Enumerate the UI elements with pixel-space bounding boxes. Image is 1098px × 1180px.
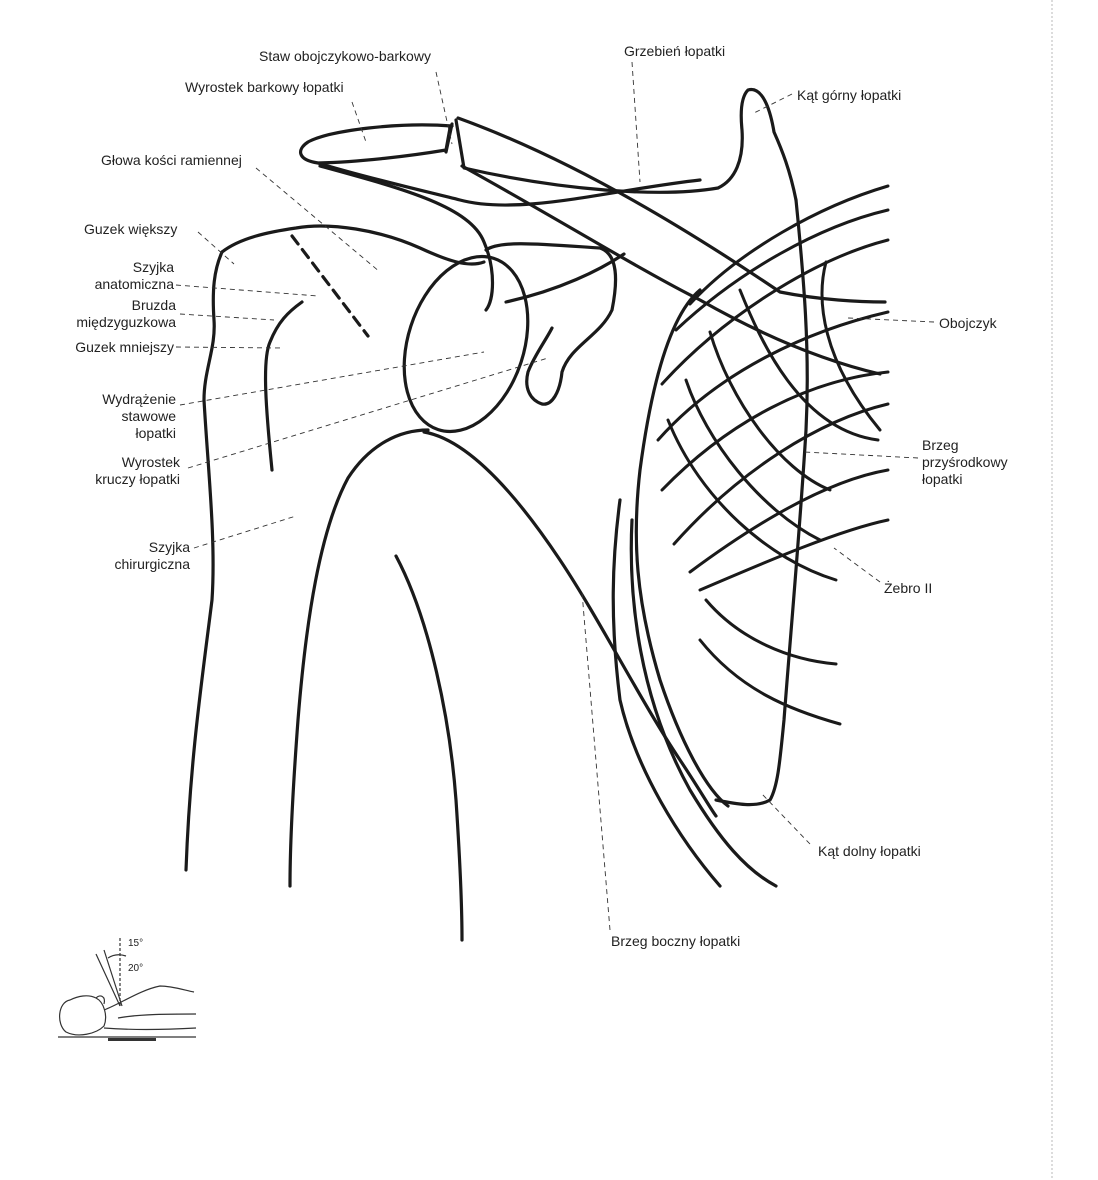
- label-inferior-angle: Kąt dolny łopatki: [818, 843, 921, 859]
- inset-face: [96, 996, 104, 1004]
- scapula-inner-line: [396, 556, 462, 940]
- label-coracoid-1: Wyrostek: [122, 454, 181, 470]
- leader-acromion: [352, 102, 366, 142]
- leader-lateral-border: [582, 592, 610, 930]
- scapular-spine-outline: [456, 90, 796, 200]
- label-groove-1: Bruzda: [132, 297, 177, 313]
- inset-angle-15-label: 15°: [128, 938, 143, 949]
- rib-arc-4: [668, 420, 836, 580]
- label-superior-angle: Kąt górny łopatki: [797, 87, 901, 103]
- leader-inferior-angle: [762, 794, 810, 844]
- rib-arc-7: [706, 600, 836, 664]
- inset-body: [104, 986, 194, 1010]
- label-medial-border-2: przyśrodkowy: [922, 454, 1008, 470]
- label-scapular-spine: Grzebień łopatki: [624, 43, 725, 59]
- leader-surgical-neck: [194, 516, 296, 548]
- leader-groove: [180, 314, 274, 320]
- scapula-lateral-edge: [613, 500, 720, 886]
- intertubercular-groove: [266, 302, 302, 470]
- acromion-outline: [301, 125, 452, 163]
- inset-angle-arc: [108, 955, 126, 958]
- label-medial-border-1: Brzeg: [922, 437, 959, 453]
- inferior-angle: [636, 290, 728, 806]
- label-groove-2: międzyguzkowa: [76, 314, 176, 330]
- label-clavicle: Obojczyk: [939, 315, 998, 331]
- leader-anatomical-neck: [176, 285, 318, 296]
- leader-humeral-head: [256, 168, 380, 272]
- inset-angle-20-label: 20°: [128, 963, 143, 974]
- rib-4: [658, 312, 888, 440]
- label-anatomical-neck-1: Szyjka: [133, 259, 174, 275]
- label-greater-tubercle: Guzek większy: [84, 221, 177, 237]
- leader-superior-angle: [752, 94, 792, 114]
- leader-glenoid: [180, 352, 484, 405]
- label-surgical-neck-1: Szyjka: [149, 539, 190, 555]
- leader-rib-ii: [834, 548, 880, 582]
- labels: Staw obojczykowo-barkowy Grzebień łopatk…: [75, 43, 1007, 949]
- humeral-head-outline: [222, 226, 484, 264]
- rib-2: [676, 210, 888, 330]
- leader-medial-border: [804, 452, 918, 458]
- leader-coracoid: [188, 358, 548, 468]
- label-glenoid-2: stawowe: [122, 408, 177, 424]
- label-glenoid-3: łopatki: [136, 425, 176, 441]
- inset-head: [60, 996, 106, 1035]
- humerus-lateral-shaft: [186, 252, 222, 870]
- inset-cassette: [108, 1038, 156, 1041]
- clavicle-upper-border: [458, 118, 885, 302]
- scapula-medial-border: [716, 200, 807, 805]
- label-rib-ii: Żebro II: [884, 579, 932, 596]
- leader-spine: [632, 62, 640, 182]
- patient-position-inset: 15° 20°: [58, 938, 196, 1041]
- scapula-lateral-edge-2: [631, 520, 776, 886]
- label-surgical-neck-2: chirurgiczna: [115, 556, 191, 572]
- glenoid-cavity: [383, 240, 549, 447]
- anatomical-neck-dash: [292, 236, 368, 336]
- rib-arc-5: [822, 262, 880, 430]
- scapula-lateral-border: [424, 432, 716, 816]
- label-glenoid-1: Wydrążenie: [102, 391, 176, 407]
- leader-lines: [176, 62, 934, 930]
- rib-arc-6: [700, 640, 840, 724]
- coracoid-outline: [486, 244, 616, 404]
- humerus-medial-shaft: [290, 430, 428, 886]
- label-acromion: Wyrostek barkowy łopatki: [185, 79, 344, 95]
- inset-arm: [118, 1014, 196, 1018]
- label-anatomical-neck-2: anatomiczna: [95, 276, 175, 292]
- leader-lesser-tubercle: [176, 347, 282, 348]
- label-humeral-head: Głowa kości ramiennej: [101, 152, 242, 168]
- label-ac-joint: Staw obojczykowo-barkowy: [259, 48, 431, 64]
- label-coracoid-2: kruczy łopatki: [95, 471, 180, 487]
- inset-body-lower: [104, 1028, 196, 1030]
- label-lesser-tubercle: Guzek mniejszy: [75, 339, 174, 355]
- label-lateral-border: Brzeg boczny łopatki: [611, 933, 740, 949]
- rib-arc-1: [740, 290, 878, 440]
- spine-edge: [318, 163, 700, 205]
- rib-1: [690, 186, 888, 304]
- label-medial-border-3: łopatki: [922, 471, 962, 487]
